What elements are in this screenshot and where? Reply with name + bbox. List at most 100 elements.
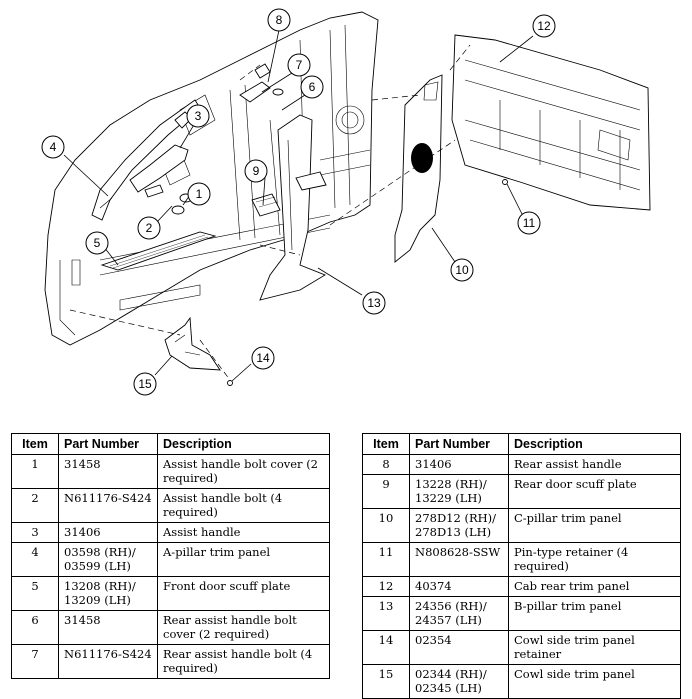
part-number-cell: 13228 (RH)/ 13229 (LH) [409,474,509,509]
callout-11: 11 [517,211,541,235]
description-cell: Cowl side trim panel [508,664,681,699]
callout-3: 3 [186,104,210,128]
cowl-side-trim-panel [164,316,221,371]
item-cell: 13 [362,596,410,631]
table-row: 10 278D12 (RH)/ 278D13 (LH) C-pillar tri… [362,508,681,543]
cowl-side-trim-panel-retainer [227,380,233,386]
table-header-row: Item Part Number Description [11,433,330,455]
callout-15: 15 [133,372,157,396]
table-row: 8 31406 Rear assist handle [362,454,681,475]
installation-lines [69,44,471,381]
item-cell: 1 [11,454,59,489]
callout-4: 4 [41,135,65,159]
description-cell: C-pillar trim panel [508,508,681,543]
callout-14: 14 [251,346,275,370]
description-cell: Pin-type retainer (4 required) [508,542,681,577]
item-cell: 10 [362,508,410,543]
callout-9: 9 [244,159,268,183]
description-cell: Cowl side trim panel retainer [508,630,681,665]
svg-text:8: 8 [276,13,283,27]
item-cell: 14 [362,630,410,665]
callout-8: 8 [267,8,291,32]
item-cell: 15 [362,664,410,699]
part-number-column-header: Part Number [58,433,158,455]
description-cell: Front door scuff plate [157,576,330,611]
table-row: 15 02344 (RH)/ 02345 (LH) Cowl side trim… [362,664,681,699]
callout-1: 1 [187,182,211,206]
parts-table-left: Item Part Number Description 1 31458 Ass… [11,433,330,679]
item-cell: 6 [11,610,59,645]
callout-10: 10 [450,258,474,282]
part-number-cell: 31406 [58,522,158,543]
part-number-cell: 02344 (RH)/ 02345 (LH) [409,664,509,699]
callout-5: 5 [85,231,109,255]
part-number-cell: 31458 [58,610,158,645]
item-cell: 11 [362,542,410,577]
item-column-header: Item [362,433,410,455]
part-number-cell: N611176-S424 [58,488,158,523]
table-row: 7 N611176-S424 Rear assist handle bolt (… [11,644,330,679]
table-row: 1 31458 Assist handle bolt cover (2 requ… [11,454,330,489]
callout-7: 7 [287,53,311,77]
svg-text:10: 10 [455,263,469,277]
part-number-cell: 03598 (RH)/ 03599 (LH) [58,542,158,577]
svg-text:11: 11 [523,216,536,230]
cab-body-side [44,11,379,346]
part-number-cell: N611176-S424 [58,644,158,679]
part-number-cell: 02354 [409,630,509,665]
b-pillar-trim-panel [259,114,327,301]
description-cell: A-pillar trim panel [157,542,330,577]
svg-text:14: 14 [256,351,270,365]
callout-2: 2 [137,216,161,240]
svg-text:15: 15 [138,377,152,391]
table-row: 12 40374 Cab rear trim panel [362,576,681,597]
table-row: 2 N611176-S424 Assist handle bolt (4 req… [11,488,330,523]
table-row: 13 24356 (RH)/ 24357 (LH) B-pillar trim … [362,596,681,631]
description-cell: Rear door scuff plate [508,474,681,509]
item-cell: 2 [11,488,59,523]
svg-text:5: 5 [94,236,101,250]
svg-text:9: 9 [253,164,260,178]
item-cell: 9 [362,474,410,509]
svg-text:2: 2 [146,221,153,235]
svg-text:7: 7 [296,58,303,72]
part-number-cell: 31458 [58,454,158,489]
description-cell: Rear assist handle bolt (4 required) [157,644,330,679]
svg-text:3: 3 [195,109,202,123]
part-number-cell: N808628-SSW [409,542,509,577]
item-column-header: Item [11,433,59,455]
description-cell: Rear assist handle [508,454,681,475]
svg-text:1: 1 [196,187,203,201]
item-cell: 8 [362,454,410,475]
table-row: 11 N808628-SSW Pin-type retainer (4 requ… [362,542,681,577]
svg-text:12: 12 [537,19,551,33]
table-row: 6 31458 Rear assist handle bolt cover (2… [11,610,330,645]
table-row: 5 13208 (RH)/ 13209 (LH) Front door scuf… [11,576,330,611]
item-cell: 7 [11,644,59,679]
description-cell: Assist handle [157,522,330,543]
part-number-cell: 31406 [409,454,509,475]
table-row: 3 31406 Assist handle [11,522,330,543]
pin-type-retainer [502,179,508,185]
description-cell: Rear assist handle bolt cover (2 require… [157,610,330,645]
cab-rear-trim-panel [451,34,651,211]
callout-13: 13 [362,291,386,315]
table-row: 9 13228 (RH)/ 13229 (LH) Rear door scuff… [362,474,681,509]
description-cell: Assist handle bolt (4 required) [157,488,330,523]
item-cell: 5 [11,576,59,611]
table-row: 4 03598 (RH)/ 03599 (LH) A-pillar trim p… [11,542,330,577]
description-cell: Cab rear trim panel [508,576,681,597]
description-cell: Assist handle bolt cover (2 required) [157,454,330,489]
c-pillar-trim-panel [394,74,443,263]
svg-text:13: 13 [367,296,381,310]
rear-door-scuff-plate [251,193,281,217]
front-door-scuff-plate [100,231,217,271]
callout-6: 6 [300,75,324,99]
exploded-parts-diagram: 1 2 3 4 5 6 7 8 9 10 11 12 13 14 15 [41,8,651,396]
item-cell: 12 [362,576,410,597]
table-header-row: Item Part Number Description [362,433,681,455]
part-number-cell: 40374 [409,576,509,597]
table-row: 14 02354 Cowl side trim panel retainer [362,630,681,665]
leader-lines [63,29,534,382]
part-number-cell: 13208 (RH)/ 13209 (LH) [58,576,158,611]
